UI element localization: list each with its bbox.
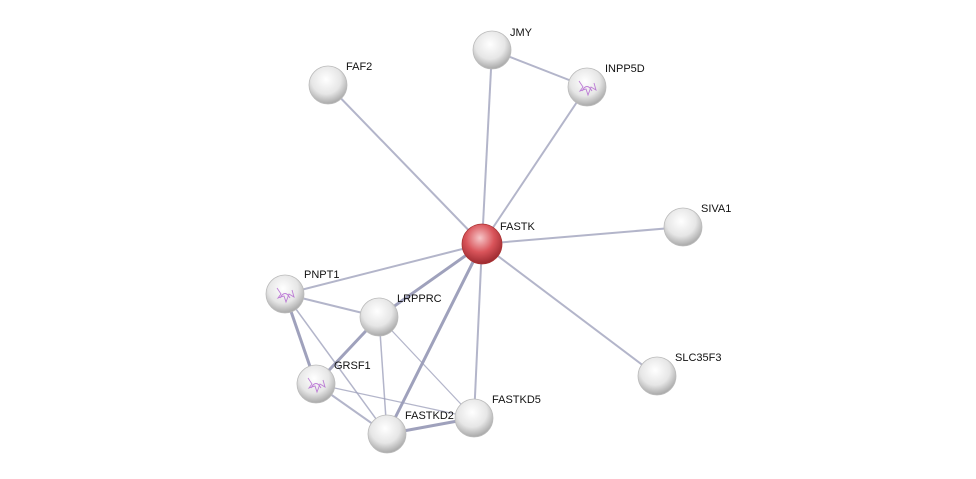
node-sphere[interactable]	[663, 207, 703, 247]
node-label: FASTKD5	[492, 394, 541, 406]
node-label: FASTK	[500, 221, 536, 233]
node-sphere[interactable]	[472, 30, 512, 70]
protein-structure-icon	[578, 80, 597, 97]
node-sphere[interactable]	[367, 414, 407, 454]
edge-lrpprc-fastkd5[interactable]	[378, 316, 475, 419]
node-pnpt1[interactable]: PNPT1	[265, 269, 339, 314]
node-fastkd2[interactable]: FASTKD2	[367, 410, 454, 454]
edge-fastk-lrpprc[interactable]	[378, 242, 483, 319]
node-label: SLC35F3	[675, 352, 721, 364]
node-label: LRPPRC	[397, 293, 442, 305]
edge-fastk-inpp5d[interactable]	[481, 86, 588, 245]
node-sphere[interactable]	[359, 297, 399, 337]
node-fastkd5[interactable]: FASTKD5	[454, 394, 541, 438]
edge-fastk-fastkd5[interactable]	[473, 243, 483, 419]
node-fastk[interactable]: FASTK	[461, 221, 536, 265]
node-label: PNPT1	[304, 269, 339, 281]
edge-fastk-pnpt1[interactable]	[284, 243, 483, 295]
node-sphere[interactable]	[308, 65, 348, 105]
node-sphere[interactable]	[296, 364, 336, 404]
node-label: GRSF1	[334, 360, 371, 372]
node-label: SIVA1	[701, 203, 731, 215]
node-siva1[interactable]: SIVA1	[663, 203, 731, 247]
edge-fastk-faf2[interactable]	[327, 84, 483, 245]
edge-fastk-siva1[interactable]	[481, 226, 684, 245]
node-inpp5d[interactable]: INPP5D	[567, 63, 645, 107]
node-sphere[interactable]	[567, 67, 607, 107]
edge-fastk-jmy[interactable]	[481, 49, 493, 245]
node-label: FAF2	[346, 61, 372, 73]
node-jmy[interactable]: JMY	[472, 27, 533, 70]
node-label: JMY	[510, 27, 533, 39]
edge-lrpprc-fastkd2[interactable]	[378, 316, 388, 435]
edge-grsf1-fastkd5[interactable]	[315, 383, 475, 419]
protein-structure-icon	[307, 377, 326, 394]
node-faf2[interactable]: FAF2	[308, 61, 372, 105]
edge-fastk-slc35f3[interactable]	[481, 243, 658, 377]
node-label: INPP5D	[605, 63, 645, 75]
node-sphere[interactable]	[265, 274, 305, 314]
node-grsf1[interactable]: GRSF1	[296, 360, 371, 404]
node-sphere[interactable]	[454, 398, 494, 438]
node-sphere[interactable]	[637, 356, 677, 396]
protein-structure-icon	[276, 287, 295, 304]
node-slc35f3[interactable]: SLC35F3	[637, 352, 721, 396]
node-lrpprc[interactable]: LRPPRC	[359, 293, 442, 337]
node-sphere[interactable]	[461, 223, 503, 265]
node-label: FASTKD2	[405, 410, 454, 422]
